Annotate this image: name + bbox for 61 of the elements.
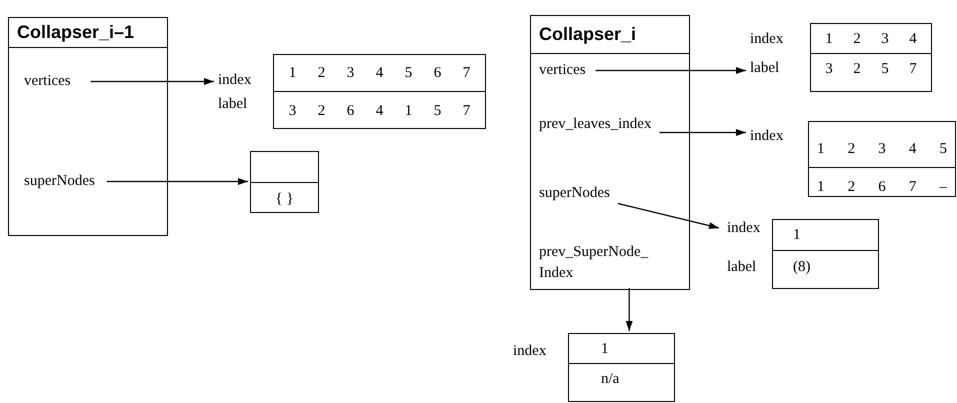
cell-value: 2 [318,64,326,83]
cell-value: – [940,178,947,197]
cell-value: 7 [462,102,470,120]
cell-value: n/a [601,370,620,389]
cell-value: 2 [848,140,856,158]
cell-value: 5 [881,60,889,79]
field-name: prev_SuperNode_ Index [539,242,649,284]
arrow [659,129,746,136]
cell-value: 3 [878,140,886,158]
cell-value: 3 [825,60,833,79]
cell-value: { } [275,190,294,208]
field-name: superNodes [539,183,610,204]
cell-value: 2 [853,30,861,48]
field-name: vertices [24,71,71,92]
cell-value: 5 [434,102,442,120]
cell-value: 4 [376,64,384,83]
cell-value: (8) [793,258,810,276]
cell-value: 4 [376,102,384,120]
cell-value: 1 [404,102,412,120]
cell-value: 5 [940,140,947,158]
cell-value: 1 [825,30,833,48]
cell-value: 1 [601,340,608,358]
cell-value: 3 [288,102,296,120]
class-title: Collapser_i [531,16,689,54]
row-label: label [727,258,756,277]
cell-value: 6 [434,64,442,83]
row-label: index [750,127,784,146]
cell-value: 2 [318,102,326,120]
cell-value: 3 [881,30,889,48]
arrow [618,202,720,230]
cell-value: 1 [817,140,824,158]
cell-value: 2 [853,60,861,79]
row-label: index [218,71,252,90]
arrow [90,78,214,85]
row-label: label [750,59,780,78]
row-label: index [750,30,784,49]
cell-value: 1 [793,226,800,245]
class-title: Collapser_i–1 [9,18,167,48]
cell-value: 4 [908,140,916,158]
field-name: superNodes [24,171,95,192]
cell-value: 7 [909,60,917,79]
row-label: index [513,342,546,361]
cell-value: 3 [346,64,354,83]
field-name: prev_leaves_index [539,114,652,135]
cell-value: 6 [878,178,886,197]
cell-value: 5 [404,64,412,83]
cell-value: 6 [346,102,354,120]
cell-value: 1 [288,64,296,83]
cell-value: 7 [908,178,916,197]
class-box [530,15,690,290]
cell-value: 1 [817,178,824,197]
class-box [8,17,168,236]
arrow [596,67,746,74]
arrow [106,178,248,185]
cell-value: 7 [462,64,470,83]
cell-value: 4 [909,30,917,48]
row-label: label [218,95,248,114]
cell-value: 2 [848,178,856,197]
field-name: vertices [539,60,586,81]
arrow [626,288,633,331]
row-label: index [727,219,760,238]
